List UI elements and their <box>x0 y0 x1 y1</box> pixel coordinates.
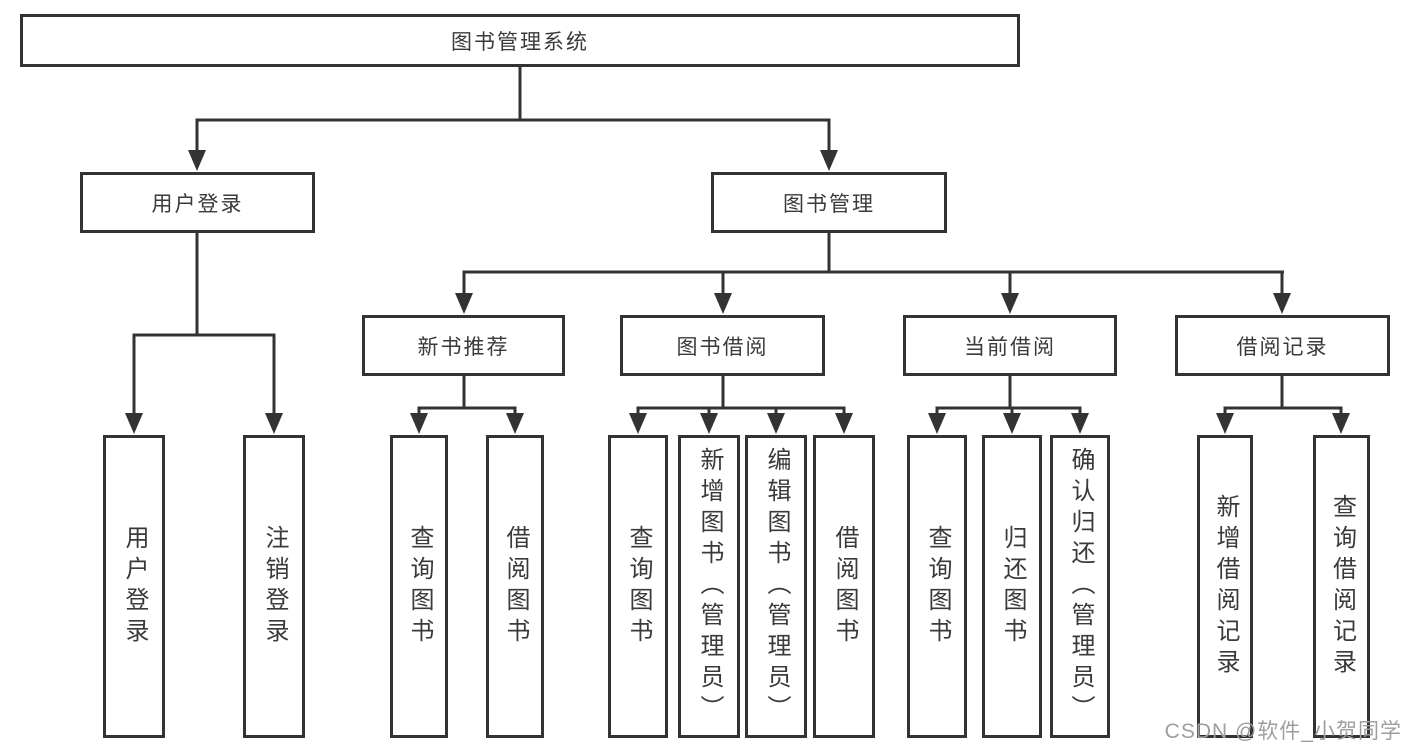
node-label: 新书推荐 <box>417 335 510 359</box>
node-logout: 注销登录 <box>243 435 305 738</box>
node-label: 编辑图书（管理员） <box>763 447 790 726</box>
node-edit-book-admin: 编辑图书（管理员） <box>745 435 807 738</box>
watermark: CSDN @软件_小贺同学 <box>1164 720 1402 743</box>
node-current-borrowing: 当前借阅 <box>903 315 1117 376</box>
node-label: 图书管理 <box>783 192 875 216</box>
node-book-borrowing: 图书借阅 <box>620 315 825 376</box>
node-query-books-current: 查询图书 <box>907 435 967 738</box>
node-label: 确认归还（管理员） <box>1067 447 1094 726</box>
node-label: 图书借阅 <box>676 335 769 359</box>
node-label: 新增图书（管理员） <box>696 447 723 726</box>
node-add-book-admin: 新增图书（管理员） <box>678 435 740 738</box>
node-query-books-borrow: 查询图书 <box>608 435 668 738</box>
node-label: 查询图书 <box>406 524 433 649</box>
node-label: 用户登录 <box>121 524 148 649</box>
node-label: 借阅图书 <box>831 524 858 649</box>
node-label: 归还图书 <box>999 524 1026 649</box>
node-new-book-recommendation: 新书推荐 <box>362 315 565 376</box>
node-label: 新增借阅记录 <box>1212 493 1239 680</box>
node-add-borrow-record: 新增借阅记录 <box>1197 435 1253 738</box>
node-label: 查询图书 <box>625 524 652 649</box>
node-borrowing-records: 借阅记录 <box>1175 315 1390 376</box>
node-borrow-books-leaf: 借阅图书 <box>813 435 875 738</box>
node-library-management-system: 图书管理系统 <box>20 14 1020 67</box>
node-label: 查询借阅记录 <box>1328 493 1356 680</box>
node-label: 注销登录 <box>261 524 288 649</box>
node-label: 查询图书 <box>924 524 951 649</box>
node-label: 当前借阅 <box>964 335 1056 359</box>
node-label: 用户登录 <box>151 192 244 216</box>
node-label: 借阅图书 <box>502 524 529 649</box>
node-return-books: 归还图书 <box>982 435 1042 738</box>
node-label: 借阅记录 <box>1236 335 1329 359</box>
node-confirm-return-admin: 确认归还（管理员） <box>1050 435 1110 738</box>
node-user-login-leaf: 用户登录 <box>103 435 165 738</box>
node-borrow-books-recommend: 借阅图书 <box>486 435 544 738</box>
node-label: 图书管理系统 <box>451 30 589 54</box>
node-query-borrow-record: 查询借阅记录 <box>1313 435 1370 738</box>
node-query-books-recommend: 查询图书 <box>390 435 448 738</box>
node-user-login: 用户登录 <box>80 172 315 233</box>
node-book-management: 图书管理 <box>711 172 947 233</box>
